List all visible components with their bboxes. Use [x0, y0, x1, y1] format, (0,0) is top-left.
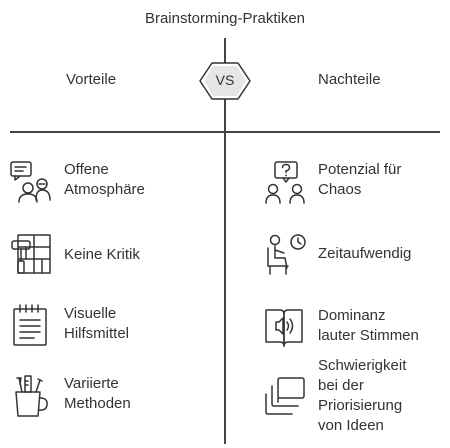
column-heading-nachteile: Nachteile: [318, 71, 381, 88]
vs-badge: VS: [199, 62, 251, 100]
list-item-schwierigkeit-priorisierung: Schwierigkeit bei der Priorisierung von …: [264, 356, 444, 440]
stacked-cards-icon: [264, 376, 305, 416]
item-label: Offene Atmosphäre: [64, 161, 145, 198]
item-label: Dominanz lauter Stimmen: [318, 307, 419, 344]
list-item-visuelle-hilfsmittel: Visuelle Hilfsmittel: [10, 304, 210, 352]
notepad-icon: [10, 304, 50, 346]
list-item-offene-atmosphaere: Offene Atmosphäre: [10, 160, 210, 210]
person-clock-icon: [264, 232, 306, 275]
list-item-variierte-methoden: Variierte Methoden: [10, 374, 210, 424]
question-people-icon: [264, 160, 305, 204]
horizontal-divider: [10, 131, 440, 133]
item-label: Visuelle Hilfsmittel: [64, 305, 130, 342]
item-label: Zeitaufwendig: [318, 245, 412, 262]
speaker-book-icon: [264, 306, 304, 347]
list-item-keine-kritik: Keine Kritik: [10, 233, 210, 277]
item-label: Keine Kritik: [64, 246, 140, 263]
diagram-title: Brainstorming-Praktiken: [144, 10, 306, 27]
item-label: Potenzial für Chaos: [318, 161, 402, 198]
list-item-potenzial-fuer-chaos: Potenzial für Chaos: [264, 160, 444, 210]
item-label: Variierte Methoden: [64, 375, 131, 412]
vs-label: VS: [215, 72, 235, 88]
list-item-dominanz-lauter-stimmen: Dominanz lauter Stimmen: [264, 306, 444, 352]
item-label: Schwierigkeit bei der Priorisierung von …: [318, 357, 407, 434]
tool-cup-icon: [10, 374, 50, 417]
vertical-divider: [224, 38, 226, 444]
painting-icon: [10, 233, 51, 274]
people-chat-icon: [10, 160, 51, 203]
column-heading-vorteile: Vorteile: [66, 71, 117, 88]
list-item-zeitaufwendig: Zeitaufwendig: [264, 232, 444, 278]
